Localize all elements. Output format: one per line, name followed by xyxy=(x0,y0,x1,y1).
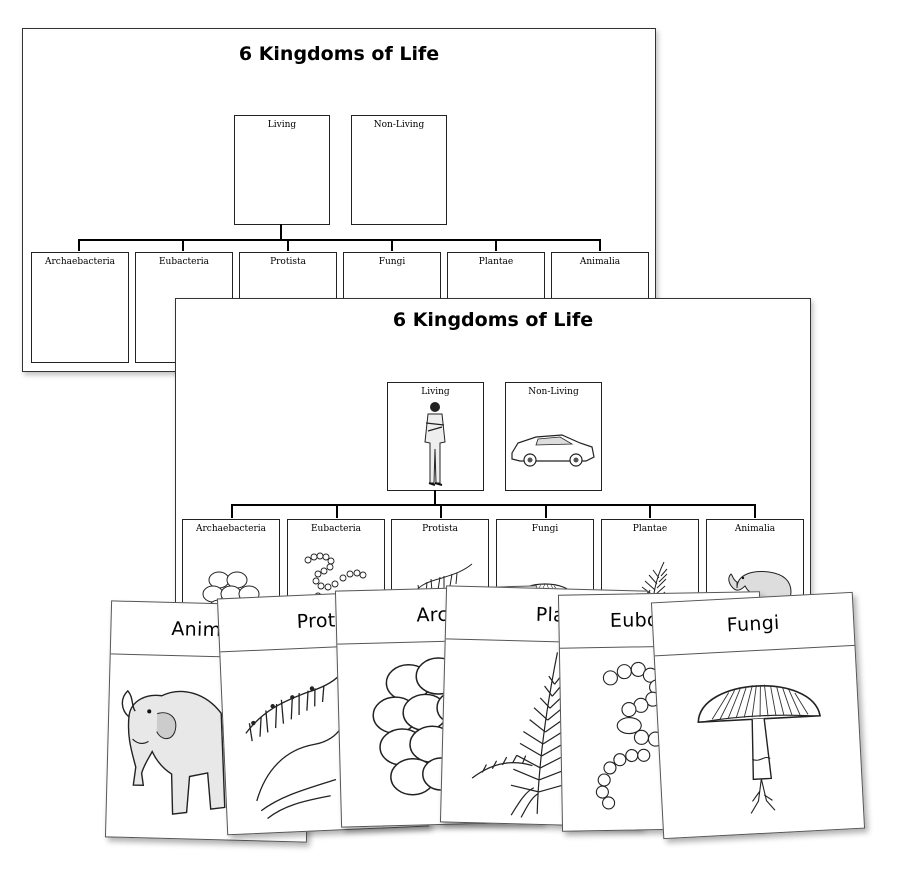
car-icon xyxy=(506,413,601,490)
mushroom-icon xyxy=(655,646,864,838)
connector-drop xyxy=(231,504,233,518)
connector-drop xyxy=(495,239,497,251)
sheet-title: 6 Kingdoms of Life xyxy=(392,309,594,331)
kingdom-label: Archaebacteria xyxy=(45,257,115,267)
living-box: Living xyxy=(234,115,330,225)
kingdom-label: Plantae xyxy=(478,257,514,267)
card-label: Anim xyxy=(171,617,222,642)
kingdom-label: Archaebacteria xyxy=(196,524,266,534)
elephant-icon xyxy=(106,654,311,841)
connector-drop xyxy=(545,504,547,518)
kingdom-card-eubacteria[interactable]: Eubo xyxy=(557,591,765,832)
non-living-box: Non-Living xyxy=(505,382,602,491)
connector-vertical xyxy=(280,224,282,240)
blank-chart-sheet: 6 Kingdoms of Life Living Non-Living Arc… xyxy=(22,28,656,372)
card-label: Fungi xyxy=(726,611,781,637)
kingdom-box-archaebacteria: Archaebacteria xyxy=(31,252,129,363)
eubacteria-icon xyxy=(560,645,763,830)
kingdom-label: Animalia xyxy=(734,524,776,534)
kingdom-label: Animalia xyxy=(579,257,621,267)
kingdom-label: Eubacteria xyxy=(158,257,210,267)
kingdom-card-plantae[interactable]: Planta xyxy=(439,585,649,828)
connector-horizontal xyxy=(231,504,754,506)
non-living-label: Non-Living xyxy=(373,120,425,130)
kingdom-label: Fungi xyxy=(531,524,559,534)
kingdom-label: Fungi xyxy=(378,257,406,267)
living-label: Living xyxy=(421,387,450,397)
connector-drop xyxy=(754,504,756,518)
non-living-label: Non-Living xyxy=(528,387,579,397)
connector-drop xyxy=(287,239,289,251)
sheet-title: 6 Kingdoms of Life xyxy=(238,43,440,65)
connector-drop xyxy=(336,504,338,518)
connector-vertical xyxy=(434,490,436,505)
living-label: Living xyxy=(267,120,297,130)
kingdom-label: Protista xyxy=(270,257,306,267)
living-box: Living xyxy=(387,382,484,491)
man-icon xyxy=(388,397,483,490)
connector-drop xyxy=(78,239,80,251)
connector-drop xyxy=(391,239,393,251)
connector-drop xyxy=(182,239,184,251)
connector-drop xyxy=(440,504,442,518)
connector-horizontal xyxy=(78,239,599,241)
kingdom-label: Eubacteria xyxy=(310,524,362,534)
connector-drop xyxy=(649,504,651,518)
non-living-box: Non-Living xyxy=(351,115,447,225)
fern-icon xyxy=(441,639,646,826)
protista-icon xyxy=(220,644,428,835)
illustrated-chart-sheet: 6 Kingdoms of Life Living Non-Living xyxy=(175,298,811,630)
kingdom-card-fungi[interactable]: Fungi xyxy=(650,591,866,840)
kingdom-card-animalia[interactable]: Anim xyxy=(104,600,314,843)
kingdom-label: Plantae xyxy=(632,524,668,534)
kingdom-label: Protista xyxy=(422,524,458,534)
connector-drop xyxy=(599,239,601,251)
kingdom-card-protista[interactable]: Protis xyxy=(216,589,430,836)
